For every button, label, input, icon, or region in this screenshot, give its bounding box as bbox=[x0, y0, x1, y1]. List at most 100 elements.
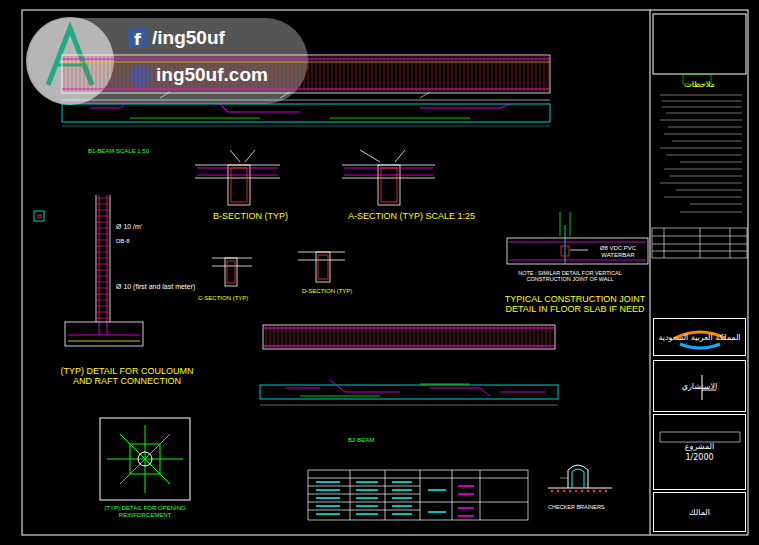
stirrup bbox=[436, 56, 437, 92]
stirrup bbox=[406, 326, 407, 348]
stirrup bbox=[298, 326, 299, 348]
stirrup bbox=[424, 56, 425, 92]
stirrup bbox=[376, 56, 377, 92]
stirrup bbox=[328, 56, 329, 92]
stirrup bbox=[318, 326, 319, 348]
stirrup bbox=[112, 56, 113, 92]
stirrup bbox=[108, 56, 109, 92]
stirrup bbox=[518, 326, 519, 348]
stirrup bbox=[274, 326, 275, 348]
stirrup bbox=[356, 56, 357, 92]
column-tie bbox=[96, 234, 110, 235]
stirrup bbox=[434, 326, 435, 348]
column-tie bbox=[96, 276, 110, 277]
stirrup bbox=[116, 56, 117, 92]
stirrup bbox=[528, 56, 529, 92]
rebar-dot bbox=[557, 490, 559, 492]
stirrup bbox=[472, 56, 473, 92]
stirrup bbox=[120, 56, 121, 92]
stirrup bbox=[514, 326, 515, 348]
stirrup bbox=[492, 56, 493, 92]
stirrup bbox=[412, 56, 413, 92]
stirrup bbox=[366, 326, 367, 348]
stirrup bbox=[410, 326, 411, 348]
column-tie bbox=[96, 228, 110, 229]
stirrup bbox=[336, 56, 337, 92]
stirrup bbox=[460, 56, 461, 92]
stirrup bbox=[400, 56, 401, 92]
column-tie bbox=[96, 318, 110, 319]
stirrup bbox=[456, 56, 457, 92]
stirrup bbox=[64, 56, 65, 92]
stirrup bbox=[324, 56, 325, 92]
stirrup bbox=[354, 326, 355, 348]
stirrup bbox=[482, 326, 483, 348]
stirrup bbox=[280, 56, 281, 92]
stirrup bbox=[284, 56, 285, 92]
rebar-dot bbox=[599, 490, 601, 492]
drawing-title: D-SECTION (TYP) bbox=[302, 288, 352, 295]
stirrup bbox=[534, 326, 535, 348]
stirrup bbox=[446, 326, 447, 348]
stirrup bbox=[466, 326, 467, 348]
column-tie bbox=[96, 198, 110, 199]
stirrup bbox=[522, 326, 523, 348]
stirrup bbox=[374, 326, 375, 348]
stirrup bbox=[272, 56, 273, 92]
stirrup bbox=[524, 56, 525, 92]
stirrup bbox=[352, 56, 353, 92]
stirrup bbox=[478, 326, 479, 348]
stirrup bbox=[388, 56, 389, 92]
stirrup bbox=[322, 326, 323, 348]
panel-text: المملكة العربية السعودية bbox=[655, 332, 743, 343]
rebar-callout: Ø 10 /m' bbox=[116, 223, 142, 231]
stirrup bbox=[394, 326, 395, 348]
stirrup bbox=[390, 326, 391, 348]
stirrup bbox=[538, 326, 539, 348]
stirrup bbox=[80, 56, 81, 92]
title-block-panel: المشروع1/2000 bbox=[653, 414, 746, 490]
stirrup bbox=[542, 326, 543, 348]
rebar-callout: Ø 10 (first and last meter) bbox=[116, 283, 195, 291]
title-block-panel: المالك bbox=[653, 492, 746, 532]
stirrup bbox=[384, 56, 385, 92]
stirrup bbox=[490, 326, 491, 348]
stirrup bbox=[498, 326, 499, 348]
rebar-dot bbox=[551, 490, 553, 492]
column-tie bbox=[96, 306, 110, 307]
stirrup bbox=[380, 56, 381, 92]
stirrup bbox=[364, 56, 365, 92]
stirrup bbox=[278, 326, 279, 348]
stirrup bbox=[530, 326, 531, 348]
stirrup bbox=[496, 56, 497, 92]
stirrup bbox=[544, 56, 545, 92]
stirrup bbox=[132, 56, 133, 92]
drawing-title: B1-BEAM SCALE 1:50 bbox=[88, 148, 149, 155]
stirrup bbox=[294, 326, 295, 348]
stirrup bbox=[292, 56, 293, 92]
column-tie bbox=[96, 246, 110, 247]
stirrup bbox=[454, 326, 455, 348]
column-tie bbox=[96, 312, 110, 313]
stirrup bbox=[468, 56, 469, 92]
stirrup bbox=[432, 56, 433, 92]
stirrup bbox=[442, 326, 443, 348]
rebar-dot bbox=[563, 490, 565, 492]
drawing-title: B-SECTION (TYP) bbox=[213, 211, 288, 221]
stirrup bbox=[144, 56, 145, 92]
stirrup bbox=[348, 56, 349, 92]
stirrup bbox=[488, 56, 489, 92]
stirrup bbox=[420, 56, 421, 92]
stirrup bbox=[462, 326, 463, 348]
title-block-panel: المملكة العربية السعودية bbox=[653, 318, 746, 356]
stirrup bbox=[92, 56, 93, 92]
stirrup bbox=[502, 326, 503, 348]
stirrup bbox=[512, 56, 513, 92]
stirrup bbox=[76, 56, 77, 92]
drawing-title: (TYP) DETAIL FOR OPENING REINFORCEMENT bbox=[95, 505, 195, 519]
stirrup bbox=[72, 56, 73, 92]
drawing-title: (TYP) DETAIL FOR COULOUMN AND RAFT CONNE… bbox=[52, 366, 202, 387]
panel-text: المالك bbox=[686, 507, 713, 518]
stirrup bbox=[350, 326, 351, 348]
